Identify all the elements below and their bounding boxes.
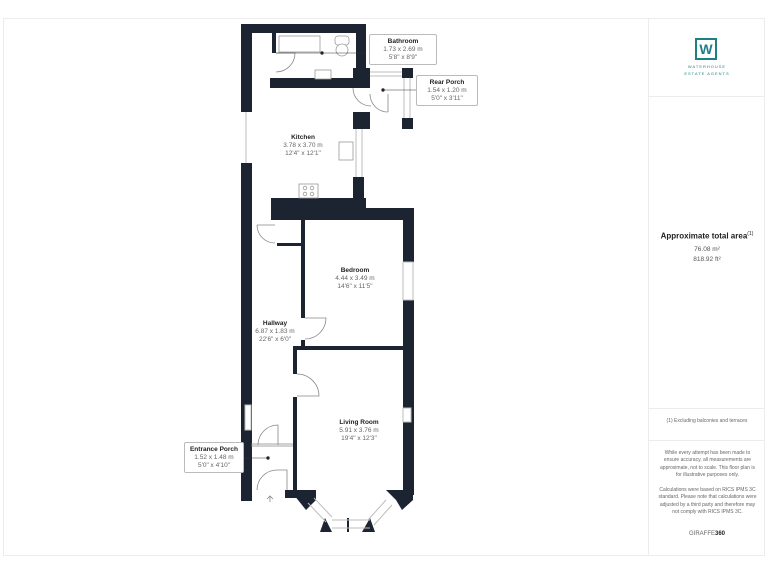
doors [251, 52, 389, 491]
room-name: Kitchen [291, 134, 315, 141]
room-label-rear-porch: Rear Porch 1.54 x 1.20 m 5'0" x 3'11" [416, 75, 478, 106]
leader-lines [235, 51, 418, 460]
area-metric: 76.08 m² [694, 246, 720, 253]
exclusion-note: (1) Excluding balconies and terraces [666, 418, 748, 424]
brand-line-1: WATERHOUSE [687, 64, 727, 69]
entrance-arrow-icon [266, 495, 274, 502]
room-label-kitchen: Kitchen 3.78 x 3.70 m 12'4" x 12'1" [268, 133, 338, 158]
info-panel: W WATERHOUSE ESTATE AGENTS Approximate t… [648, 18, 765, 556]
divider [649, 440, 765, 441]
room-imperial: 12'4" x 12'1" [285, 150, 321, 157]
room-label-bathroom: Bathroom 1.73 x 2.69 m 5'8" x 8'9" [369, 34, 437, 65]
room-metric: 1.73 x 2.69 m [383, 46, 423, 53]
calculation-text: Calculations were based on RICS IPMS 3C … [658, 487, 757, 516]
room-metric: 6.87 x 1.83 m [255, 328, 295, 335]
disclaimer-text: While every attempt has been made to ens… [660, 450, 755, 479]
room-name: Entrance Porch [189, 446, 239, 453]
room-label-bedroom: Bedroom 4.44 x 3.49 m 14'6" x 11'5" [320, 266, 390, 291]
room-metric: 3.78 x 3.70 m [283, 142, 323, 149]
room-name: Hallway [262, 320, 288, 327]
room-imperial: 14'6" x 11'5" [337, 283, 373, 290]
room-imperial: 22'6" x 6'0" [258, 336, 292, 343]
divider [649, 408, 765, 409]
room-imperial: 5'0" x 3'11" [431, 95, 463, 102]
room-imperial: 5'0" x 4'10" [197, 462, 231, 469]
room-metric: 5.91 x 3.76 m [339, 427, 379, 434]
divider [649, 96, 765, 97]
room-name: Bedroom [340, 267, 370, 274]
room-metric: 1.52 x 1.48 m [194, 454, 234, 461]
room-metric: 4.44 x 3.49 m [335, 275, 375, 282]
room-name: Rear Porch [429, 79, 465, 86]
waterhouse-logo-icon: W [695, 38, 717, 60]
walls [241, 24, 414, 532]
room-imperial: 5'8" x 8'9" [388, 54, 418, 61]
room-label-entrance-porch: Entrance Porch 1.52 x 1.48 m 5'0" x 4'10… [184, 442, 244, 473]
room-name: Bathroom [387, 38, 419, 45]
area-title: Approximate total area(1) [660, 231, 754, 241]
room-name: Living Room [339, 419, 379, 426]
room-label-living-room: Living Room 5.91 x 3.76 m 19'4" x 12'3" [320, 418, 398, 443]
brand-line-2: ESTATE AGENTS [684, 71, 730, 76]
room-imperial: 19'4" x 12'3" [341, 435, 377, 442]
giraffe360-credit: GIRAFFE360 [688, 531, 726, 537]
room-label-hallway: Hallway 6.87 x 1.83 m 22'6" x 6'0" [248, 319, 302, 344]
room-metric: 1.54 x 1.20 m [427, 87, 467, 94]
area-imperial: 818.92 ft² [693, 256, 721, 263]
plan-frame [3, 18, 765, 556]
fixtures [278, 35, 354, 199]
windows [244, 71, 414, 529]
